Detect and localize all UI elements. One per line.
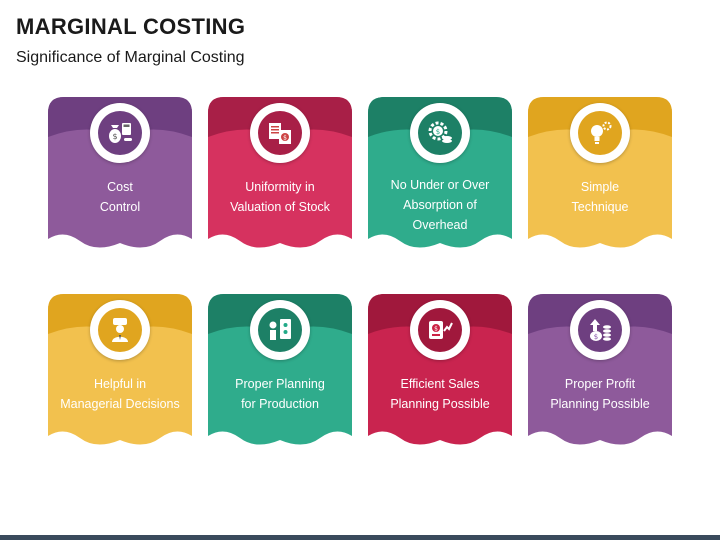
card-label-line: Cost [107, 180, 133, 194]
card-label-line: Valuation of Stock [230, 200, 330, 214]
svg-text:$: $ [112, 132, 117, 141]
page-subtitle: Significance of Marginal Costing [16, 49, 245, 66]
card-shape [528, 294, 672, 445]
stock-documents-icon: $ [258, 111, 302, 155]
svg-text:$: $ [594, 333, 598, 341]
card-label: Helpful in Managerial Decisions [56, 374, 184, 414]
card-label-line: for Production [241, 397, 319, 411]
card-2: $ Uniformity in Valuation of Stock [208, 97, 352, 259]
bottom-bar [0, 535, 720, 540]
card-label-line: Overhead [412, 218, 468, 232]
icon-badge: $ [410, 300, 470, 360]
card-6: Proper Planning for Production [208, 294, 352, 456]
card-5: Helpful in Managerial Decisions [48, 294, 192, 456]
card-label-line: Absorption of [403, 198, 477, 212]
money-bag-calculator-icon: $ [98, 111, 142, 155]
profit-coins-icon: $ [578, 308, 622, 352]
lightbulb-gear-icon [578, 111, 622, 155]
icon-badge: $ [410, 103, 470, 163]
manager-decision-icon [98, 308, 142, 352]
svg-text:$: $ [436, 128, 440, 136]
svg-text:$: $ [434, 326, 438, 333]
production-planning-icon [258, 308, 302, 352]
card-label-line: Technique [571, 200, 629, 214]
card-label-line: Planning Possible [390, 397, 490, 411]
card-label-line: Proper Profit [564, 377, 636, 391]
card-label-line: Helpful in [93, 377, 147, 391]
sales-chart-icon: $ [418, 308, 462, 352]
gear-coins-icon: $ [418, 111, 462, 155]
icon-badge: $ [250, 103, 310, 163]
card-label-line: Uniformity in [245, 180, 315, 194]
card-shape [48, 294, 192, 445]
card-label: Uniformity in Valuation of Stock [216, 177, 344, 217]
card-label-line: Managerial Decisions [60, 397, 180, 411]
card-label-line: No Under or Over [390, 178, 490, 192]
icon-badge [570, 103, 630, 163]
svg-text:$: $ [283, 135, 287, 142]
icon-badge [90, 300, 150, 360]
card-label: Proper Planning for Production [216, 374, 344, 414]
card-label-line: Control [99, 200, 141, 214]
icon-badge [250, 300, 310, 360]
page-title: MARGINAL COSTING [16, 14, 246, 39]
icon-badge: $ [90, 103, 150, 163]
card-label-line: Proper Planning [235, 377, 325, 391]
icon-badge: $ [570, 300, 630, 360]
card-label-line: Simple [580, 180, 620, 194]
card-label-line: Planning Possible [550, 397, 650, 411]
card-label-line: Efficient Sales [400, 377, 480, 391]
